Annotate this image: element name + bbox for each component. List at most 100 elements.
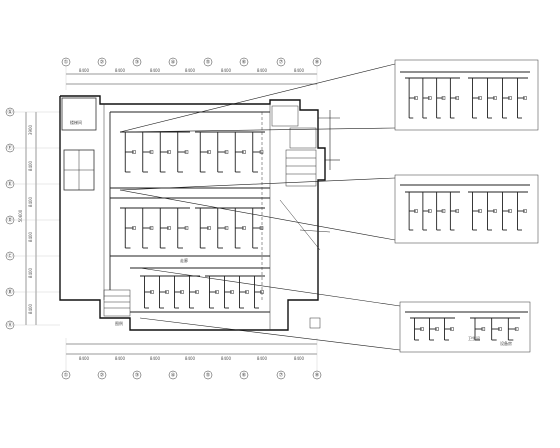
dim-label: 8400: [115, 68, 126, 73]
dim-label: 8400: [28, 267, 33, 278]
room-label-note: 图例: [115, 320, 123, 326]
fixture: [150, 290, 154, 294]
axis-bubble-bottom-1: ①: [61, 370, 71, 380]
axis-bubble-left-F: Ⓕ: [5, 143, 15, 153]
axis-label: ③: [135, 373, 139, 379]
fixture: [514, 327, 519, 331]
detail-label: 设备房: [500, 340, 512, 346]
fixture: [165, 290, 169, 294]
axis-label: ⑥: [242, 373, 247, 379]
fixture: [414, 209, 418, 213]
fixture: [478, 96, 482, 100]
fixture: [455, 96, 459, 100]
dim-label: 8400: [294, 356, 305, 361]
fixture: [441, 96, 446, 100]
dim-label: 8400: [294, 68, 305, 73]
fixture: [207, 226, 211, 230]
axis-label: Ⓑ: [7, 289, 12, 296]
dim-label: 8400: [79, 356, 90, 361]
fixture: [420, 327, 424, 331]
axis-label: ⑤: [206, 60, 210, 66]
fixture: [132, 150, 136, 154]
fixture: [428, 96, 432, 100]
axis-bubble-top-5: ⑤: [203, 57, 213, 67]
fixture: [184, 226, 189, 230]
dim-label: 8400: [28, 303, 33, 314]
room-label-stair: 楼梯间: [70, 119, 82, 125]
fixture: [245, 290, 249, 294]
axis-label: Ⓒ: [7, 253, 12, 260]
detail-frame-top: [394, 59, 539, 131]
fixture: [508, 209, 512, 213]
fixture: [184, 150, 189, 154]
axis-label: Ⓕ: [7, 145, 12, 152]
axis-label: ④: [171, 60, 176, 66]
detail-frame-bottom: [399, 301, 531, 353]
detail-frame-middle: [394, 174, 539, 244]
axis-bubble-top-2: ②: [97, 57, 107, 67]
dim-label: 8400: [115, 356, 126, 361]
dim-label: 8400: [221, 68, 232, 73]
axis-bubble-left-B: Ⓑ: [5, 287, 15, 297]
fixture: [242, 226, 246, 230]
axis-label: ②: [100, 373, 105, 379]
fixture: [523, 96, 527, 100]
fixture: [441, 209, 446, 213]
fixture: [195, 290, 199, 294]
axis-grid-lines: [14, 66, 318, 371]
top-axis-markers: ① ② ③ ④ ⑤ ⑥ ⑦ ⑧: [61, 57, 322, 67]
dim-label: 8400: [150, 68, 161, 73]
axis-label: Ⓐ: [7, 322, 12, 329]
fixture: [455, 209, 459, 213]
axis-bubble-top-1: ①: [61, 57, 71, 67]
annotation-line: [279, 199, 321, 251]
detail-label: 卫生间: [468, 335, 480, 341]
axis-bubble-bottom-3: ③: [132, 370, 142, 380]
axis-bubble-left-D: Ⓓ: [5, 215, 15, 225]
fixture: [481, 327, 486, 331]
leader-lines: [119, 63, 401, 351]
fixture: [224, 226, 229, 230]
axis-label: ⑤: [206, 373, 210, 379]
axis-bubble-bottom-2: ②: [97, 370, 107, 380]
annotation-line: [299, 229, 331, 233]
axis-bubble-left-A: Ⓐ: [5, 320, 15, 330]
stair-room: [61, 97, 97, 131]
top-dimension-line: 8400 8400 8400 8400 8400 8400 8400: [66, 68, 317, 85]
fixture: [450, 327, 454, 331]
axis-bubble-bottom-7: ⑦: [276, 370, 286, 380]
dim-label: 8400: [79, 68, 90, 73]
fixture: [207, 150, 211, 154]
dim-label: 8400: [150, 356, 161, 361]
dim-total-label: 50600: [18, 209, 23, 222]
axis-bubble-bottom-5: ⑤: [203, 370, 213, 380]
fixture: [478, 209, 482, 213]
axis-label: ①: [64, 373, 69, 379]
dim-label: 8400: [257, 356, 268, 361]
axis-bubble-top-7: ⑦: [276, 57, 286, 67]
building-outline: 楼梯间 走廊 图例: [59, 95, 326, 331]
dim-label: 8400: [28, 160, 33, 171]
axis-label: ④: [171, 373, 176, 379]
axis-bubble-left-G: Ⓖ: [5, 107, 15, 117]
axis-label: ⑧: [315, 60, 320, 66]
axis-label: Ⓓ: [7, 217, 12, 224]
fixture: [132, 226, 136, 230]
axis-label: ③: [135, 60, 139, 66]
fixture: [224, 150, 229, 154]
dim-label: 8400: [257, 68, 268, 73]
axis-label: ⑦: [279, 60, 284, 66]
fixture: [259, 150, 264, 154]
stair-room-south: [103, 289, 131, 317]
axis-bubble-bottom-4: ④: [168, 370, 178, 380]
fixture: [259, 226, 264, 230]
axis-label: ⑦: [279, 373, 284, 379]
fixture: [180, 290, 184, 294]
exterior-pit: [309, 317, 321, 329]
axis-bubble-bottom-6: ⑥: [239, 370, 249, 380]
axis-bubble-left-E: Ⓔ: [5, 179, 15, 189]
fixture: [428, 209, 432, 213]
axis-bubble-bottom-8: ⑧: [312, 370, 322, 380]
fixture: [493, 209, 497, 213]
